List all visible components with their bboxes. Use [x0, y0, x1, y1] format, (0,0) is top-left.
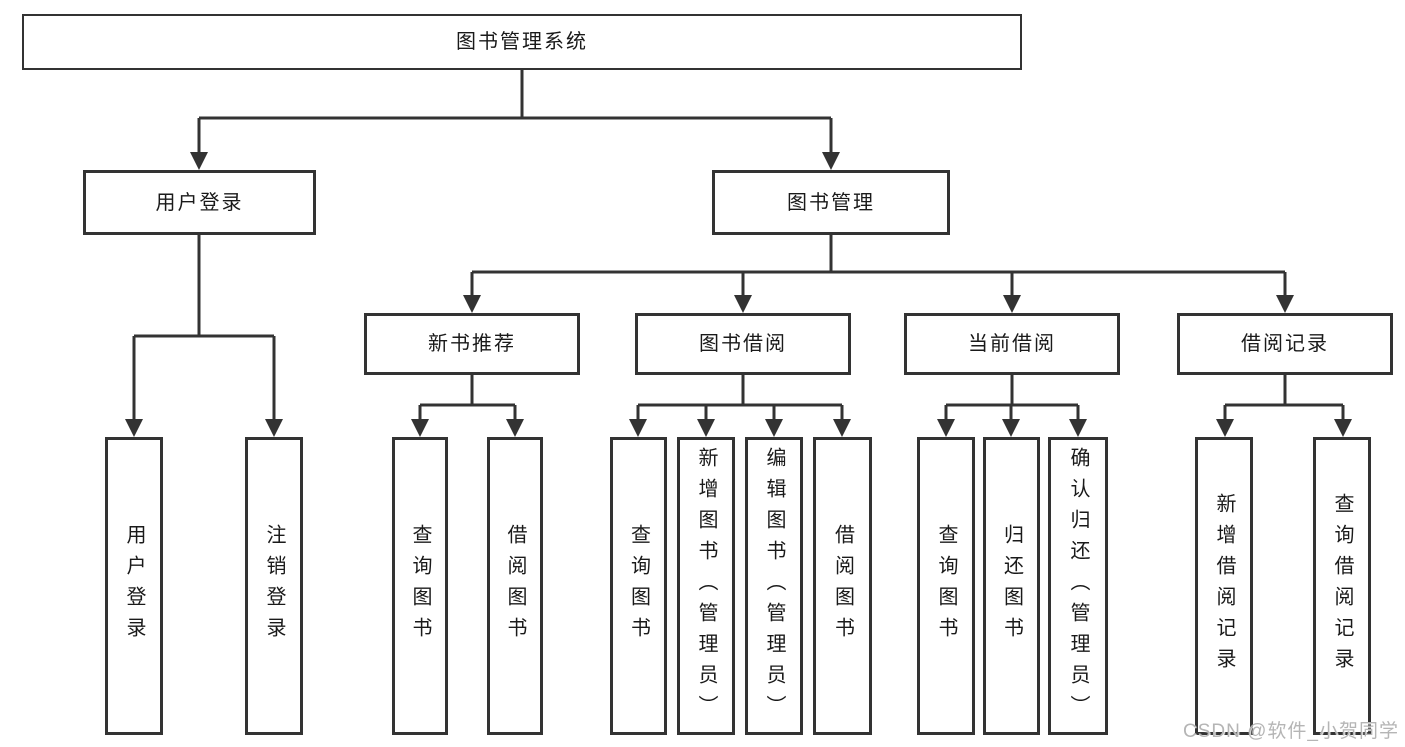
leaf-return-book: 归还图书 — [983, 437, 1040, 735]
node-borrow-records: 借阅记录 — [1177, 313, 1393, 375]
leaf-query-book-current: 查询图书 — [917, 437, 975, 735]
arrowheads — [125, 152, 1352, 437]
node-root-system: 图书管理系统 — [22, 14, 1022, 70]
leaf-borrow-book: 借阅图书 — [813, 437, 872, 735]
leaf-borrow-book-recommend: 借阅图书 — [487, 437, 543, 735]
leaf-confirm-return-admin: 确认归还（管理员） — [1048, 437, 1108, 735]
leaf-edit-book-admin: 编辑图书（管理员） — [745, 437, 803, 735]
node-book-management: 图书管理 — [712, 170, 950, 235]
csdn-watermark: CSDN @软件_小贺同学 — [1183, 721, 1399, 742]
leaf-query-book-borrow: 查询图书 — [610, 437, 667, 735]
node-user-login: 用户登录 — [83, 170, 316, 235]
leaf-query-book-recommend: 查询图书 — [392, 437, 448, 735]
leaf-logout: 注销登录 — [245, 437, 303, 735]
node-book-borrow: 图书借阅 — [635, 313, 851, 375]
node-new-book-recommend: 新书推荐 — [364, 313, 580, 375]
leaf-user-login: 用户登录 — [105, 437, 163, 735]
leaf-query-borrow-record: 查询借阅记录 — [1313, 437, 1371, 735]
leaf-add-book-admin: 新增图书（管理员） — [677, 437, 735, 735]
leaf-add-borrow-record: 新增借阅记录 — [1195, 437, 1253, 735]
connector-strokes — [132, 69, 1345, 421]
node-current-borrow: 当前借阅 — [904, 313, 1120, 375]
